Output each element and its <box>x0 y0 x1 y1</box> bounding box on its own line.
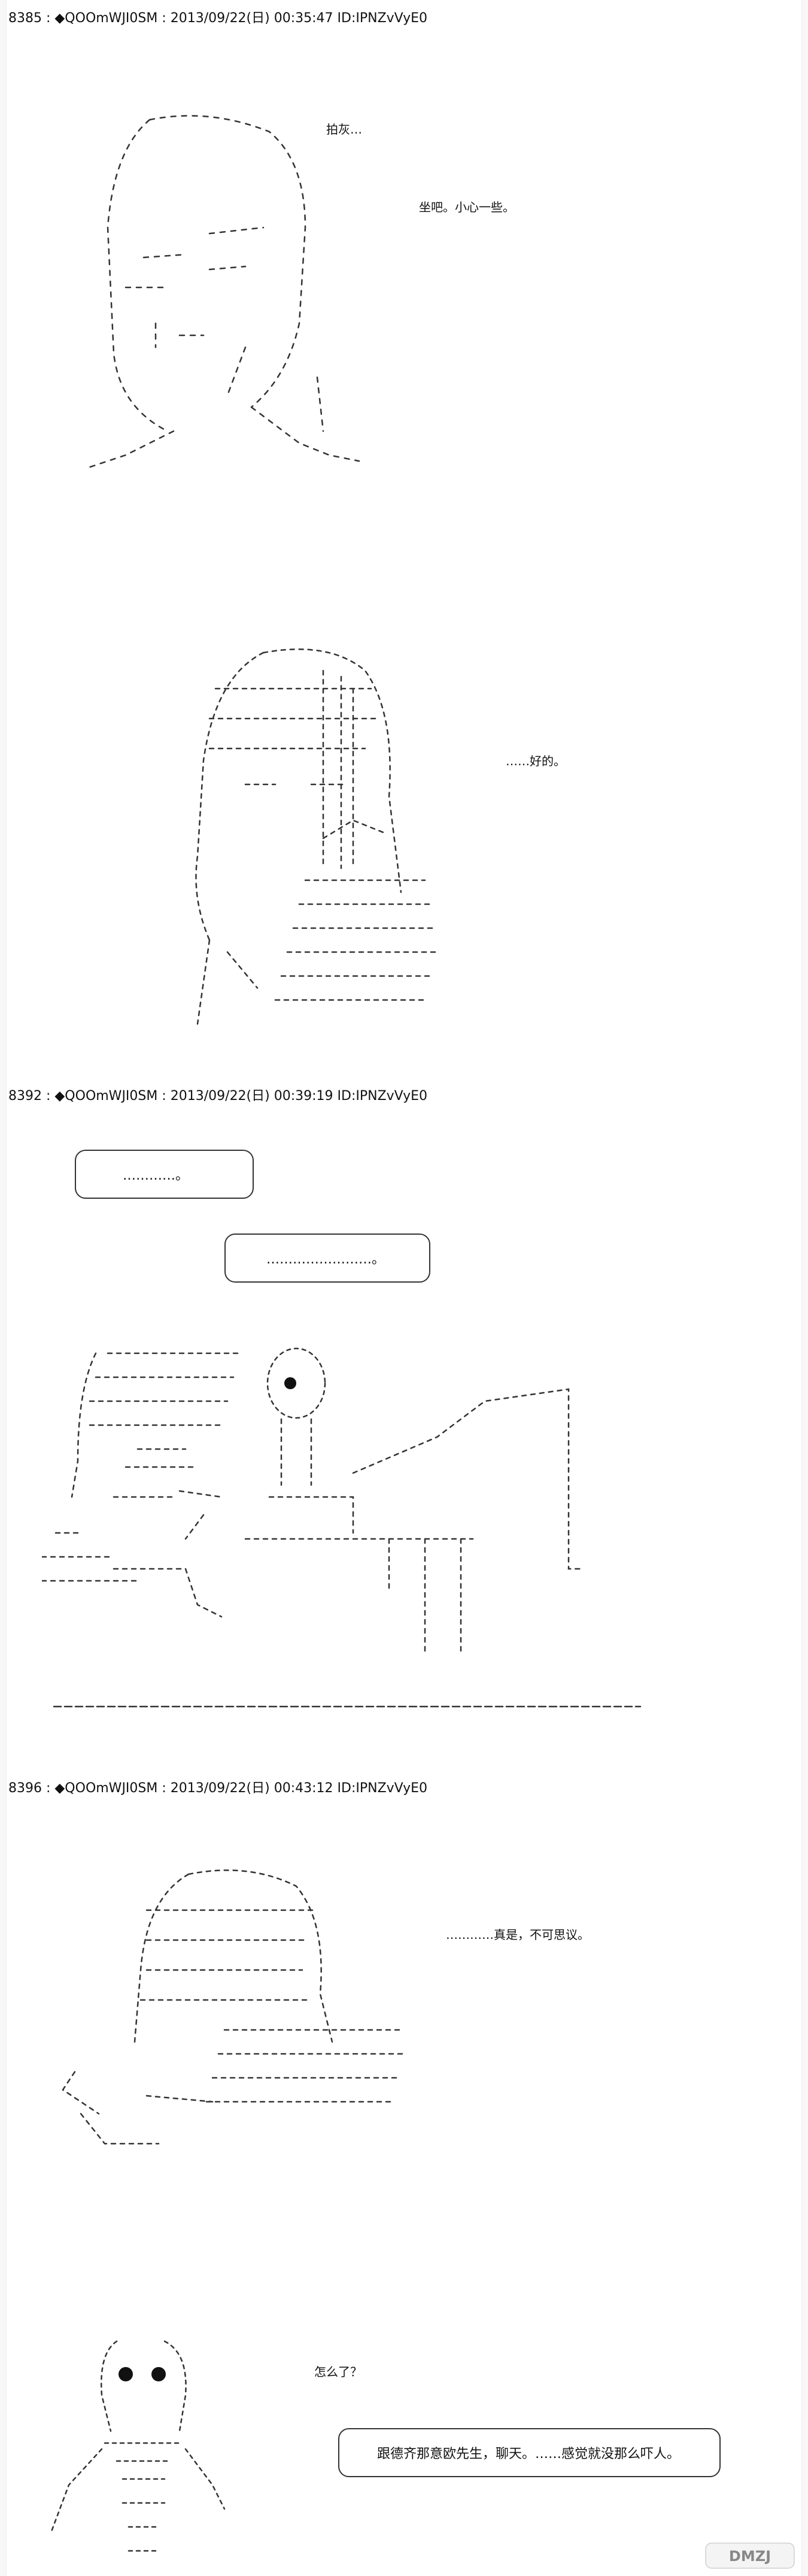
ascii-art-long-haired-girl <box>174 641 449 1036</box>
ascii-art-girl-holding-hand <box>57 1862 416 2162</box>
ascii-art-round-headed-figure <box>45 2329 230 2563</box>
speech-bubble <box>75 1150 254 1199</box>
speech-bubble <box>224 1234 430 1283</box>
right-gutter <box>801 0 808 2576</box>
dialogue-line: 怎么了？ <box>314 2365 362 2379</box>
dialogue-line: 拍灰… <box>326 122 362 137</box>
post-header: 8396 : ◆QOOmWJI0SM : 2013/09/22(日) 00:43… <box>8 1781 428 1796</box>
post-header: 8385 : ◆QOOmWJI0SM : 2013/09/22(日) 00:35… <box>8 11 428 26</box>
dialogue-line: …………真是，不可思议。 <box>446 1928 590 1942</box>
speech-text: 跟德齐那意欧先生，聊天。……感觉就没那么吓人。 <box>377 2447 681 2462</box>
dialogue-line: ……好的。 <box>506 754 566 768</box>
ascii-art-girl-with-one-eyed-figure-at-desk <box>42 1317 646 1725</box>
speech-bubble <box>338 2428 721 2477</box>
site-logo-icon: DMZJ <box>705 2542 795 2569</box>
dialogue-line: 坐吧。小心一些。 <box>419 200 515 214</box>
ascii-art-bald-man <box>48 96 455 485</box>
post-header: 8392 : ◆QOOmWJI0SM : 2013/09/22(日) 00:39… <box>8 1089 428 1104</box>
speech-text: ……………………。 <box>266 1252 385 1267</box>
site-logo-text: DMZJ <box>729 2548 771 2565</box>
left-gutter <box>0 0 7 2576</box>
speech-text: …………。 <box>123 1168 189 1183</box>
